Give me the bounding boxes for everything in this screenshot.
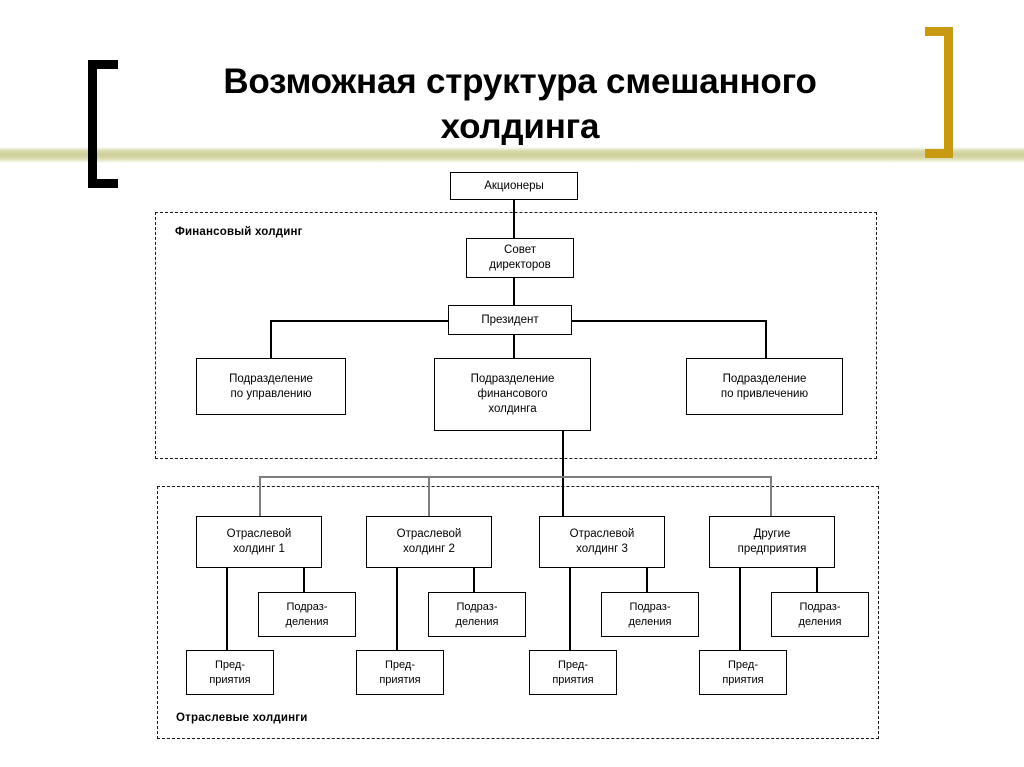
node-subdivisions-1-line-2: деления bbox=[285, 615, 329, 628]
node-enterprises-3-line-1: Пред- bbox=[558, 659, 588, 672]
node-subdivisions-3-line-1: Подраз- bbox=[629, 601, 671, 614]
node-holding2-line-2: холдинг 2 bbox=[403, 543, 455, 555]
node-subdivisions-4-line-1: Подраз- bbox=[799, 601, 841, 614]
group-sectoral-holdings bbox=[157, 486, 879, 739]
connector-holding1-to-enterprises bbox=[226, 568, 228, 650]
connector-bar-to-holding2 bbox=[428, 476, 430, 516]
node-other-enterprises[interactable]: Другие предприятия bbox=[709, 516, 835, 568]
node-division-management[interactable]: Подразделение по управлению bbox=[196, 358, 346, 415]
connector-president-bus-right bbox=[570, 320, 766, 322]
node-division-attraction-line-1: Подразделение bbox=[722, 372, 807, 385]
connector-holding3-to-enterprises bbox=[569, 568, 571, 650]
node-holding3-line-1: Отраслевой bbox=[569, 528, 635, 541]
node-enterprises-2-line-2: приятия bbox=[379, 673, 421, 686]
connector-bar-to-other bbox=[770, 476, 772, 516]
node-division-financial-line-2: финансового bbox=[477, 388, 548, 401]
connector-president-to-management bbox=[270, 320, 272, 358]
page-title-line-2: холдинга bbox=[440, 106, 600, 146]
connector-other-to-enterprises bbox=[739, 568, 741, 650]
node-division-management-line-2: по управлению bbox=[230, 387, 312, 400]
connector-president-to-finance-division bbox=[513, 335, 515, 359]
node-shareholders[interactable]: Акционеры bbox=[450, 172, 578, 200]
bracket-left-decoration bbox=[88, 60, 118, 188]
node-division-attraction[interactable]: Подразделение по привлечению bbox=[686, 358, 843, 415]
node-enterprises-2-line-1: Пред- bbox=[385, 659, 415, 672]
node-subdivisions-4-line-2: деления bbox=[798, 615, 842, 628]
node-subdivisions-3-line-2: деления bbox=[628, 615, 672, 628]
node-sectoral-holding-2[interactable]: Отраслевой холдинг 2 bbox=[366, 516, 492, 568]
node-enterprises-1-line-1: Пред- bbox=[215, 659, 245, 672]
connector-holding2-to-subdivisions bbox=[473, 568, 475, 592]
group-label-financial-holding: Финансовый холдинг bbox=[175, 226, 303, 238]
connector-shareholders-board bbox=[513, 200, 515, 238]
connector-bar-to-holding1 bbox=[259, 476, 261, 516]
connector-holding2-to-enterprises bbox=[396, 568, 398, 650]
page-title: Возможная структура смешанного холдинга bbox=[130, 60, 910, 150]
bracket-right-decoration bbox=[925, 27, 953, 158]
node-board-label-line-1: Совет bbox=[504, 244, 536, 257]
node-enterprises-3-line-2: приятия bbox=[552, 673, 594, 686]
node-division-attraction-line-2: по привлечению bbox=[720, 387, 809, 400]
node-enterprises-2[interactable]: Пред- приятия bbox=[356, 650, 444, 695]
node-holding2-line-1: Отраслевой bbox=[396, 528, 462, 541]
node-subdivisions-3[interactable]: Подраз- деления bbox=[601, 592, 699, 637]
connector-other-to-subdivisions bbox=[816, 568, 818, 592]
node-board-of-directors[interactable]: Совет директоров bbox=[466, 238, 574, 278]
node-subdivisions-4[interactable]: Подраз- деления bbox=[771, 592, 869, 637]
node-holding1-line-2: холдинг 1 bbox=[233, 543, 285, 555]
node-president[interactable]: Президент bbox=[448, 305, 572, 335]
node-enterprises-1[interactable]: Пред- приятия bbox=[186, 650, 274, 695]
node-subdivisions-1-line-1: Подраз- bbox=[286, 601, 328, 614]
connector-finance-division-trunk bbox=[562, 415, 564, 516]
node-sectoral-holding-1[interactable]: Отраслевой холдинг 1 bbox=[196, 516, 322, 568]
connector-board-president bbox=[513, 278, 515, 305]
node-subdivisions-2-line-1: Подраз- bbox=[456, 601, 498, 614]
node-division-financial-holding[interactable]: Подразделение финансового холдинга bbox=[434, 358, 591, 431]
node-board-label-line-2: директоров bbox=[489, 259, 551, 271]
group-financial-holding bbox=[155, 212, 877, 459]
node-enterprises-4[interactable]: Пред- приятия bbox=[699, 650, 787, 695]
node-subdivisions-2[interactable]: Подраз- деления bbox=[428, 592, 526, 637]
node-subdivisions-1[interactable]: Подраз- деления bbox=[258, 592, 356, 637]
node-division-financial-line-3: холдинга bbox=[488, 402, 537, 415]
node-shareholders-label: Акционеры bbox=[484, 179, 544, 192]
node-enterprises-4-line-1: Пред- bbox=[728, 659, 758, 672]
node-enterprises-3[interactable]: Пред- приятия bbox=[529, 650, 617, 695]
node-enterprises-1-line-2: приятия bbox=[209, 673, 251, 686]
node-holding3-line-2: холдинг 3 bbox=[576, 543, 628, 555]
node-president-label: Президент bbox=[481, 313, 539, 326]
connector-holding1-to-subdivisions-v1 bbox=[303, 568, 305, 592]
node-other-line-2: предприятия bbox=[737, 543, 807, 555]
connector-president-to-attraction bbox=[765, 320, 767, 358]
connector-sectoral-distribution-bar bbox=[259, 476, 771, 478]
node-enterprises-4-line-2: приятия bbox=[722, 673, 764, 686]
node-sectoral-holding-3[interactable]: Отраслевой холдинг 3 bbox=[539, 516, 665, 568]
node-subdivisions-2-line-2: деления bbox=[455, 615, 499, 628]
node-division-management-line-1: Подразделение bbox=[229, 372, 313, 385]
node-division-financial-line-1: Подразделение bbox=[470, 373, 555, 386]
node-holding1-line-1: Отраслевой bbox=[226, 528, 292, 541]
connector-holding3-to-subdivisions bbox=[646, 568, 648, 592]
group-label-sectoral-holdings: Отраслевые холдинги bbox=[176, 712, 308, 724]
connector-president-bus-left bbox=[270, 320, 450, 322]
page-title-line-1: Возможная структура смешанного bbox=[223, 62, 817, 101]
node-other-line-1: Другие bbox=[753, 528, 791, 541]
